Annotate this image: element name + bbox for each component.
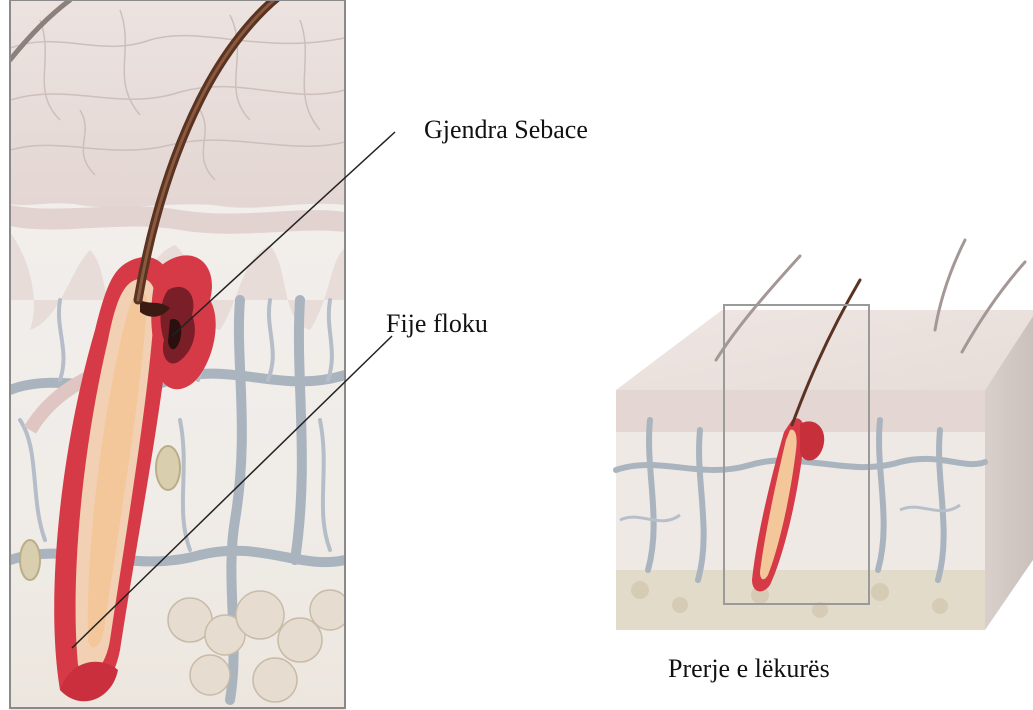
skin-section-caption: Prerje e lëkurës xyxy=(668,656,830,682)
hair-strand-label: Fije floku xyxy=(386,311,488,337)
skin-block-overview xyxy=(616,240,1033,630)
sebaceous-gland-label: Gjendra Sebace xyxy=(424,117,588,143)
skin-cross-section-detail xyxy=(10,0,350,710)
